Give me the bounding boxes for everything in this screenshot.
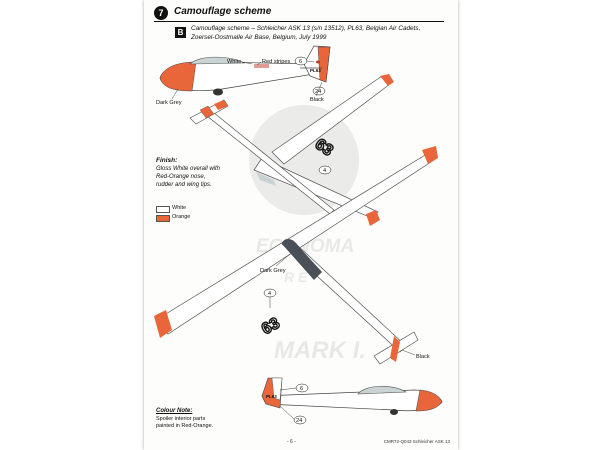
- page-title: Camouflage scheme: [174, 6, 272, 17]
- finish-title: Finish:: [156, 157, 178, 164]
- scheme-description-line: Zoersel-Oostmalle Air Base, Belgium, Jul…: [191, 33, 327, 41]
- watermark-text-2: R E: [284, 269, 308, 285]
- side-view-bottom: PL63 6 24: [261, 377, 443, 425]
- callout-part-24: 24: [315, 89, 321, 95]
- colour-note-line: Spoiler interior parts: [156, 416, 206, 422]
- legend-item-orange: Orange: [156, 214, 236, 222]
- glider-illustrations: ECHNOMA R E MARK I. PL63 W: [154, 45, 443, 425]
- legend-label: White: [172, 205, 187, 211]
- callout-part-24-lower: 24: [296, 418, 302, 424]
- callout-dark-grey: Dark Grey: [156, 100, 182, 106]
- product-code: CMR72-Q043 Schleicher ASK 13: [383, 439, 450, 444]
- colour-note-title: Colour Note:: [156, 408, 193, 414]
- callout-white: White: [227, 59, 241, 65]
- finish-line: Red-Orange nose,: [156, 173, 206, 180]
- scheme-badge: B: [175, 27, 186, 38]
- callout-dark-grey-lower: Dark Grey: [260, 268, 286, 274]
- legend-swatch-white: [156, 206, 170, 213]
- callout-part-6: 6: [299, 59, 302, 65]
- fin-registration: PL63: [310, 68, 321, 73]
- scheme-description: Camouflage scheme – Schleicher ASK 13 (s…: [191, 25, 451, 42]
- plan-view-lower: 63 4 Dark Grey Black: [154, 146, 438, 365]
- finish-line: rudder and wing tips.: [156, 181, 212, 188]
- wing-code-lower: 63: [259, 315, 283, 338]
- colour-note-text: Spoiler interior parts painted in Red-Or…: [156, 416, 236, 430]
- header-rule: [154, 21, 444, 22]
- callout-part-4-lower: 4: [268, 291, 271, 297]
- callout-part-4-upper: 4: [323, 168, 326, 174]
- callout-black: Black: [310, 97, 324, 103]
- watermark: ECHNOMA R E MARK I.: [249, 105, 366, 364]
- page-number: - 6 -: [287, 439, 296, 445]
- callout-black-lower: Black: [416, 354, 430, 360]
- legend-item-white: White: [156, 205, 236, 213]
- callout-part-6-lower: 6: [300, 386, 303, 392]
- finish-description: Gloss White overall with Red-Orange nose…: [156, 166, 236, 189]
- step-number-badge: 7: [154, 6, 168, 20]
- legend-swatch-orange: [156, 215, 170, 222]
- instruction-sheet: 7 Camouflage scheme B Camouflage scheme …: [144, 0, 458, 450]
- scheme-description-line: Camouflage scheme – Schleicher ASK 13 (s…: [191, 25, 421, 32]
- fin-registration-lower: PL63: [266, 394, 277, 399]
- callout-red-stripes: Red stripes: [262, 59, 290, 65]
- legend-label: Orange: [172, 214, 191, 220]
- colour-note-line: painted in Red-Orange.: [156, 423, 214, 429]
- side-view-top: PL63: [159, 45, 331, 96]
- finish-line: Gloss White overall with: [156, 166, 221, 172]
- watermark-text-3: MARK I.: [274, 337, 366, 364]
- side-view-callouts: White Red stripes 6 24 Black Dark Grey: [156, 56, 326, 106]
